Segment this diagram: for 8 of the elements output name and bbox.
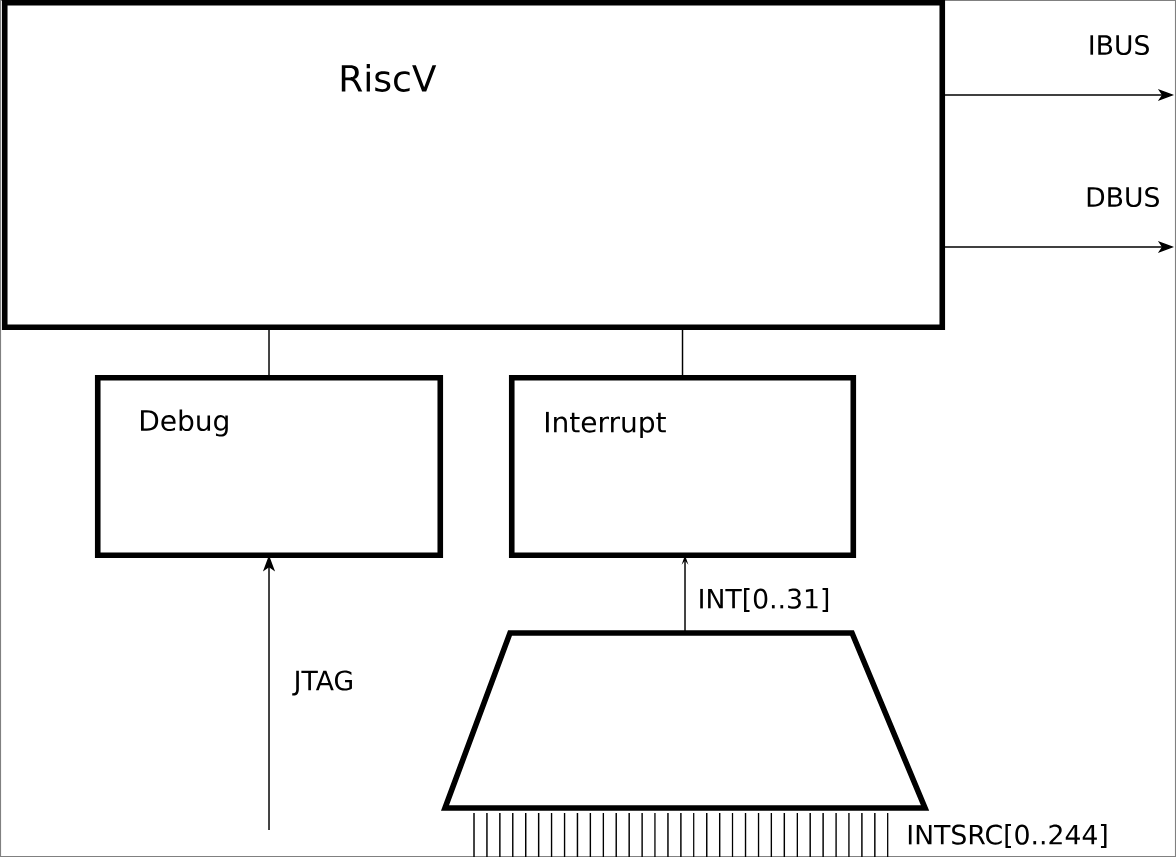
block-box: Debug (94, 374, 444, 559)
block-box: RiscV (1, 0, 946, 331)
signal-label: INT[0..31] (696, 586, 832, 614)
signal-label: INTSRC[0..244] (908, 824, 1107, 848)
signal-label: DBUS (1083, 185, 1162, 209)
signal-label: IBUS (1086, 33, 1152, 57)
block-box: Interrupt (508, 374, 857, 559)
signal-label: JTAG (292, 669, 356, 697)
